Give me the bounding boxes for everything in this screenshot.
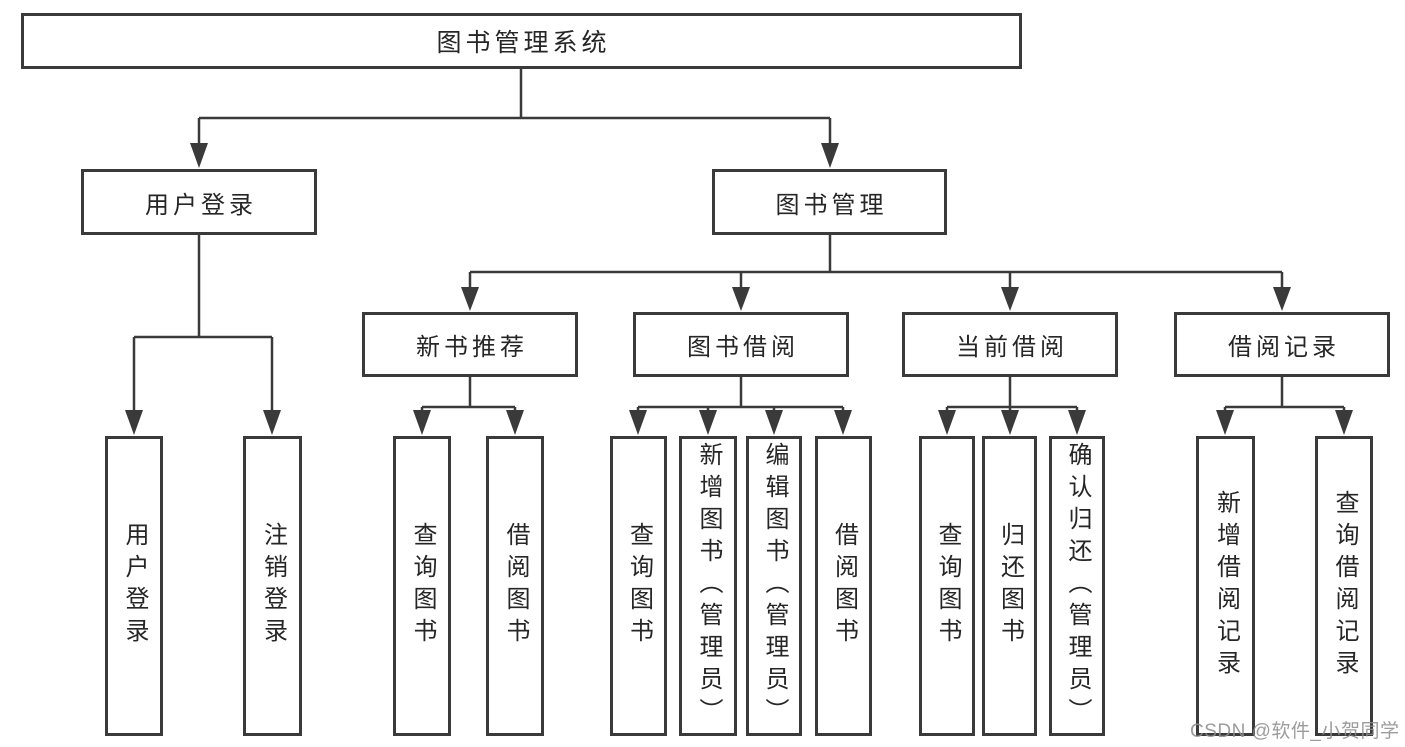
leaf-records-query-record: 查询借阅记录 [1315,436,1373,736]
leaf-records-query-record-label: 查询借阅记录 [1331,490,1358,682]
csdn-watermark: CSDN @软件_小贺同学 [1190,721,1400,742]
node-user-login-label: 用户登录 [145,191,257,219]
node-book-borrowing: 图书借阅 [633,312,849,377]
node-book-management-label: 图书管理 [775,191,888,219]
node-borrowing-records-label: 借阅记录 [1228,334,1340,361]
leaf-logout-label: 注销登录 [259,522,287,650]
leaf-borrowing-edit-books-admin-label: 编辑图书（管理员） [761,442,788,730]
node-current-borrowing: 当前借阅 [902,312,1118,377]
leaf-borrowing-borrow-books: 借阅图书 [815,436,872,736]
leaf-current-return-books-label: 归还图书 [996,522,1024,650]
leaf-borrowing-borrow-books-label: 借阅图书 [830,522,858,650]
leaf-current-query-books-label: 查询图书 [934,522,961,650]
node-new-book-recommend-label: 新书推荐 [416,334,528,361]
leaf-records-add-record: 新增借阅记录 [1196,436,1255,736]
leaf-records-add-record-label: 新增借阅记录 [1212,490,1240,682]
leaf-borrowing-edit-books-admin: 编辑图书（管理员） [746,436,802,736]
leaf-current-query-books: 查询图书 [919,436,975,736]
leaf-borrowing-query-books: 查询图书 [610,436,667,736]
leaf-recommend-query-books-label: 查询图书 [409,522,436,650]
leaf-borrowing-add-books-admin: 新增图书（管理员） [679,436,737,736]
leaf-borrowing-add-books-admin-label: 新增图书（管理员） [695,442,722,730]
leaf-current-confirm-return-admin: 确认归还（管理员） [1049,436,1105,736]
arrowheads [125,143,1353,435]
leaf-current-return-books: 归还图书 [982,436,1037,736]
node-user-login: 用户登录 [81,169,317,235]
node-book-management: 图书管理 [712,169,947,235]
node-book-borrowing-label: 图书借阅 [687,334,799,361]
leaf-logout: 注销登录 [243,436,302,736]
node-new-book-recommend: 新书推荐 [362,312,578,377]
leaf-recommend-borrow-books: 借阅图书 [486,436,544,736]
leaf-current-confirm-return-admin-label: 确认归还（管理员） [1064,442,1091,730]
leaf-borrowing-query-books-label: 查询图书 [625,522,653,650]
leaf-user-login: 用户登录 [105,436,163,736]
leaf-recommend-query-books: 查询图书 [393,436,451,736]
node-current-borrowing-label: 当前借阅 [956,334,1068,361]
leaf-user-login-label: 用户登录 [121,522,148,650]
node-library-management-system-label: 图书管理系统 [436,29,611,57]
node-library-management-system: 图书管理系统 [21,13,1022,69]
leaf-recommend-borrow-books-label: 借阅图书 [502,522,529,650]
node-borrowing-records: 借阅记录 [1174,312,1390,377]
